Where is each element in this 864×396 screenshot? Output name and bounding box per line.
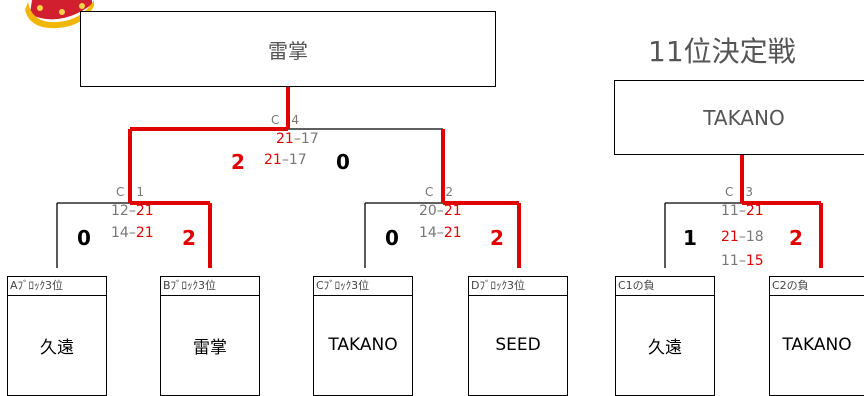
team-box-c3: Cﾌﾞﾛｯｸ3位 TAKANO — [313, 276, 413, 396]
team-box-c1-loser: C1の負 久遠 — [615, 276, 715, 396]
match11-court: C 3 — [725, 185, 754, 199]
team-name: 久遠 — [40, 337, 74, 358]
placement-winner-name: TAKANO — [703, 105, 785, 130]
semi-right-court: C 2 — [425, 185, 454, 199]
team-name: TAKANO — [782, 335, 852, 355]
semi-right-set-1: 20–21 — [419, 203, 462, 219]
champion-name: 雷掌 — [268, 38, 308, 63]
team-box-d3: Dﾌﾞﾛｯｸ3位 SEED — [468, 276, 568, 396]
team-box-a3: Aﾌﾞﾛｯｸ3位 久遠 — [7, 276, 107, 396]
semi-left-court: C 1 — [116, 185, 145, 199]
match11-set-3: 11–15 — [721, 253, 764, 269]
team-label: C2の負 — [770, 277, 864, 296]
team-name: TAKANO — [328, 335, 398, 355]
final-court: C 4 — [271, 113, 300, 127]
semi-left-set-1: 12–21 — [111, 203, 154, 219]
semi-right-set-2: 14–21 — [419, 225, 462, 241]
champion-box: 雷掌 — [80, 11, 496, 87]
team-box-c2-loser: C2の負 TAKANO — [769, 276, 864, 396]
team-label: Aﾌﾞﾛｯｸ3位 — [8, 277, 106, 296]
semi-right-right-total: 2 — [490, 226, 504, 250]
team-box-b3: Bﾌﾞﾛｯｸ3位 雷掌 — [160, 276, 260, 396]
final-set-1: 21–17 — [276, 131, 319, 147]
placement-winner-box: TAKANO — [614, 80, 864, 155]
semi-left-right-total: 2 — [182, 226, 196, 250]
match11-set-2: 21–18 — [721, 229, 764, 245]
team-label: Bﾌﾞﾛｯｸ3位 — [161, 277, 259, 296]
semi-left-set-2: 14–21 — [111, 225, 154, 241]
team-label: Dﾌﾞﾛｯｸ3位 — [469, 277, 567, 296]
placement-title: 11位決定戦 — [648, 35, 796, 68]
final-left-total: 2 — [231, 150, 245, 174]
final-set-2: 21–17 — [264, 152, 307, 168]
team-label: Cﾌﾞﾛｯｸ3位 — [314, 277, 412, 296]
semi-right-left-total: 0 — [385, 226, 399, 250]
semi-left-left-total: 0 — [77, 226, 91, 250]
team-name: SEED — [495, 335, 541, 355]
team-name: 雷掌 — [193, 337, 227, 358]
team-name: 久遠 — [648, 337, 682, 358]
match11-right-total: 2 — [789, 226, 803, 250]
match11-set-1: 11–21 — [721, 203, 764, 219]
team-label: C1の負 — [616, 277, 714, 296]
final-right-total: 0 — [336, 150, 350, 174]
match11-left-total: 1 — [683, 226, 697, 250]
crown-icon — [25, 0, 94, 29]
